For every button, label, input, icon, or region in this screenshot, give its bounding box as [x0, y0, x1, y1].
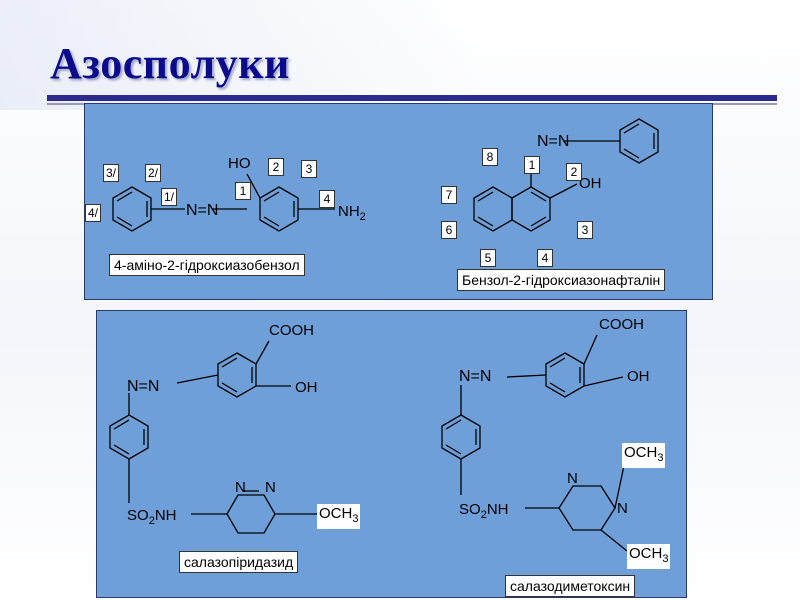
azo-label-right: N=N [537, 133, 569, 150]
pyrimidine-ring [558, 485, 616, 531]
title-rule [47, 95, 777, 101]
salicylic-ring-left [217, 352, 257, 398]
naphthalene-position-3: 3 [577, 221, 593, 239]
methoxy-label-right-top: OCH3 [622, 443, 666, 468]
sulfonamide-label-right: SO2NH [459, 501, 508, 521]
pyridazine-ring [226, 494, 276, 534]
methoxy-label-left: OCH3 [317, 504, 361, 529]
panel-top-drawing: N=N HO NH2 N=N OH [112, 118, 659, 232]
hydroxy-label-left-2: OH [295, 379, 318, 396]
pyrimidine-n2: N [617, 500, 628, 517]
compound-name-salazopyridazide: салазопіридазид [179, 551, 299, 573]
azo-label-right-2: N=N [459, 368, 491, 385]
benzene-ring-right [259, 186, 299, 232]
phenylene-ring-left [109, 414, 149, 460]
azo-label-left: N=N [186, 202, 218, 219]
pyridazine-n1: N [235, 479, 246, 496]
phenyl-ring [619, 118, 659, 164]
naphthalene-position-2: 2 [566, 163, 582, 181]
naphthalene-position-6: 6 [441, 221, 457, 239]
pyrimidine-n1: N [567, 470, 578, 487]
position-1: 1 [235, 182, 251, 200]
position-2: 2 [268, 158, 284, 176]
carboxyl-label-right: COOH [599, 316, 644, 333]
amino-label: NH2 [338, 203, 366, 223]
naphthalene-position-8: 8 [482, 148, 498, 166]
naphthalene-position-7: 7 [441, 186, 457, 204]
position-3: 3 [301, 160, 317, 178]
position-2-prime: 2/ [145, 164, 162, 182]
salicylic-ring-right [545, 352, 585, 398]
position-4-prime: 4/ [85, 204, 102, 222]
naphthalene-position-4: 4 [537, 249, 553, 267]
carboxyl-label-left: COOH [269, 322, 314, 339]
structures-panel-top: N=N HO NH2 N=N OH 3/ 2/ 1/ 4/ 1 2 3 4 8 … [84, 103, 713, 300]
sulfonamide-label-left: SO2NH [127, 507, 176, 527]
slide-title: Азосполуки [50, 39, 290, 88]
compound-name-aminohydroxyazobenzene: 4-аміно-2-гідроксиазобензол [109, 254, 305, 276]
position-1-prime: 1/ [161, 188, 178, 206]
benzene-ring-left [112, 186, 152, 232]
naphthalene-position-1: 1 [524, 156, 540, 174]
naphthalene-position-5: 5 [480, 249, 496, 267]
azo-label-left-2: N=N [127, 378, 159, 395]
methoxy-label-right-bottom: OCH3 [627, 544, 671, 569]
title-band [0, 0, 800, 110]
position-3-prime: 3/ [103, 164, 120, 182]
hydroxy-label-left: HO [228, 155, 251, 172]
compound-name-benzolhydroxyazonaphthalene: Бензол-2-гідроксиазонафталін [457, 269, 666, 291]
pyridazine-n2: N [265, 479, 276, 496]
position-4: 4 [319, 190, 335, 208]
panel-bottom-drawing: COOH OH N=N SO2NH N N COOH OH N=N SO2NH … [109, 316, 650, 552]
structures-panel-bottom: COOH OH N=N SO2NH N N COOH OH N=N SO2NH … [96, 310, 687, 598]
compound-name-salazodimethoxine: салазодиметоксин [505, 575, 636, 597]
hydroxy-label-right: OH [579, 175, 602, 192]
phenylene-ring-right [441, 414, 481, 460]
naphthalene-ring-b [511, 186, 551, 232]
naphthalene-ring-a [473, 186, 513, 232]
hydroxy-label-right-2: OH [627, 368, 650, 385]
